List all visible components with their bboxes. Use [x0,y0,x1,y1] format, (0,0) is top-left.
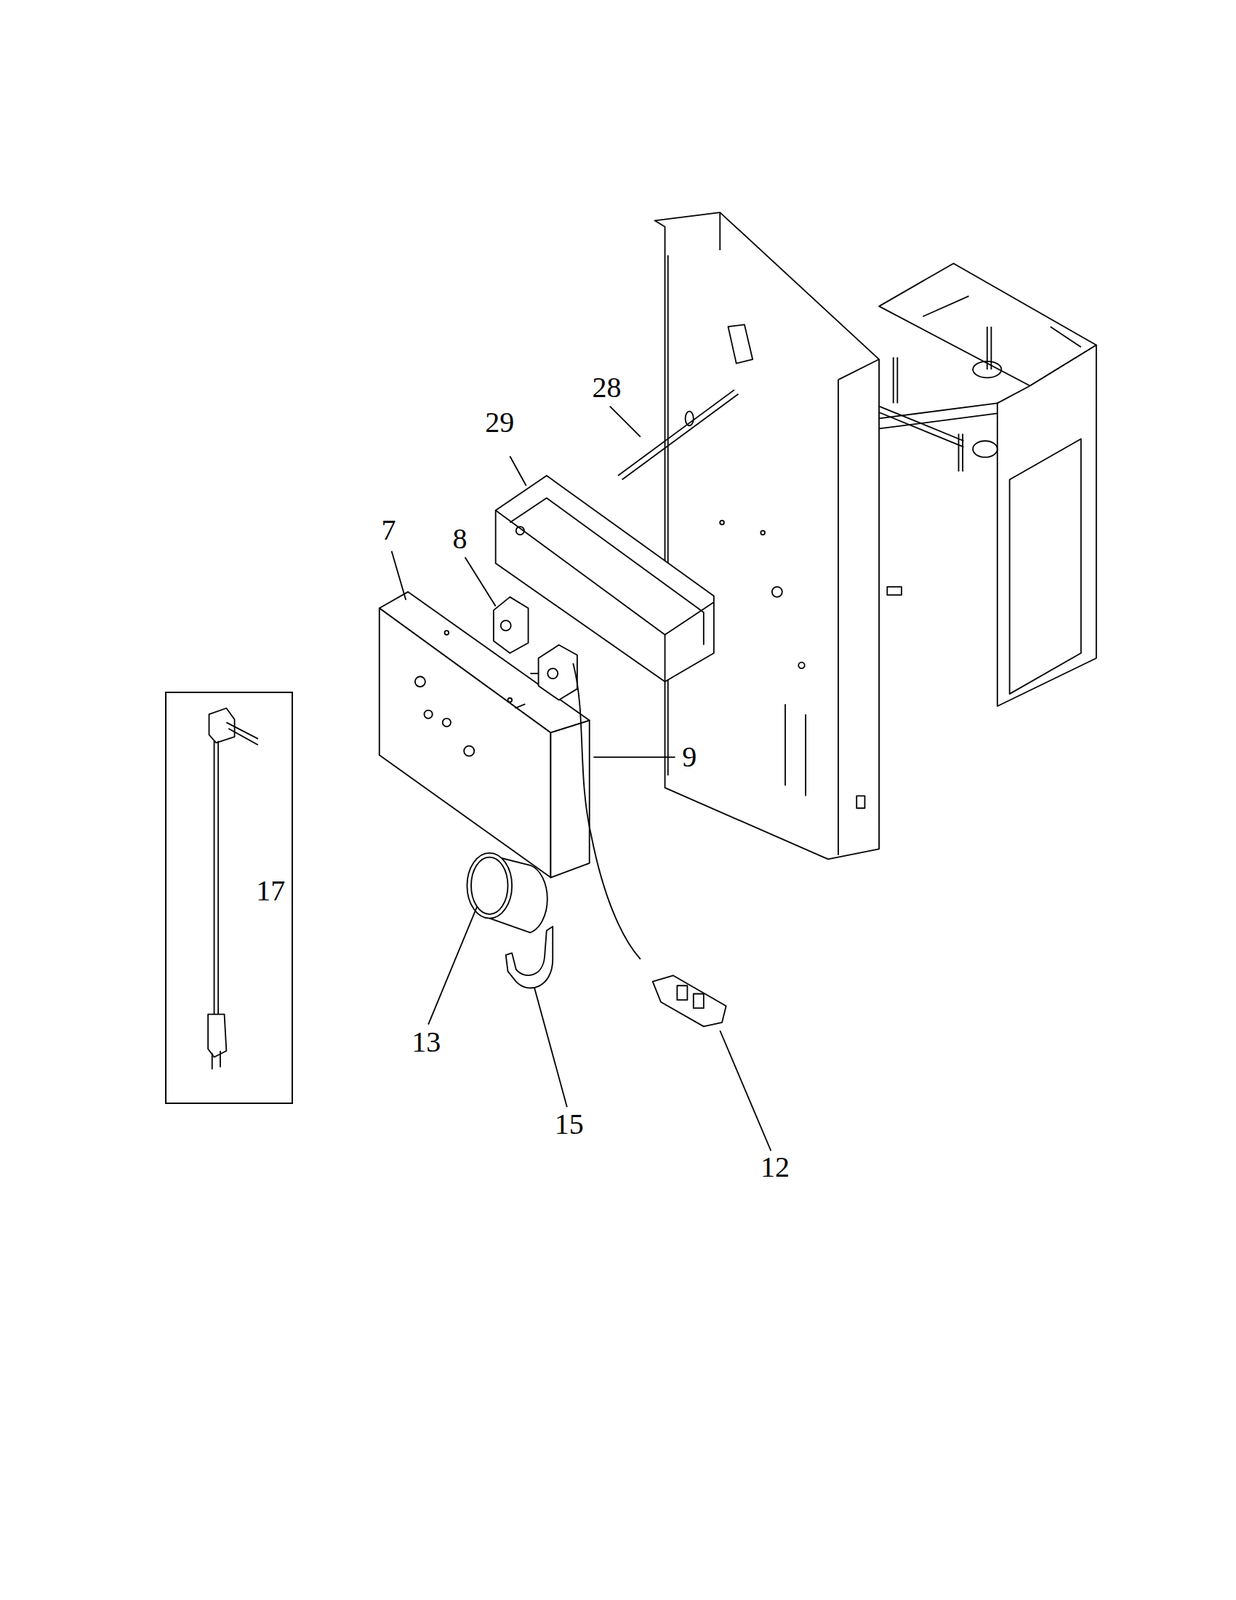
control-box [379,591,590,878]
back-panel-shape [856,795,865,808]
rod-part-shape [879,412,964,448]
sensor-wire [572,663,641,959]
power-cord-shape [228,728,259,745]
right-bracket-shape [892,356,895,403]
right-bracket-shape [990,326,992,370]
right-bracket-shape [997,344,1097,706]
callout-number: 17 [255,876,286,906]
right-bracket-shape [1050,326,1082,347]
right-bracket-shape [887,586,902,595]
control-box-shape [423,710,432,719]
switch-part-shape [530,672,539,674]
connector-part-shape [676,985,688,1000]
tray-part-shape [665,602,714,635]
leader-lines-shape [610,406,641,437]
callout-number: 12 [760,1152,790,1182]
tray-part-shape [516,526,525,535]
power-cord-shape [211,1052,214,1069]
right-bracket-shape [961,433,964,472]
rod-part-shape [685,411,694,427]
callout-number: 15 [554,1109,584,1139]
tray-part-shape [495,475,714,682]
leader-lines-shape [391,551,407,600]
control-box-shape [550,720,589,878]
switch-part-shape [547,668,558,679]
right-bracket-shape [879,412,998,429]
leader-lines-shape [593,756,675,758]
callout-number: 7 [380,515,396,545]
rod-part [618,389,964,480]
control-box-shape [444,630,450,635]
right-bracket-shape [986,326,989,370]
control-box-shape [514,703,525,709]
right-bracket [879,263,1097,706]
back-panel-shape [719,212,721,251]
callout-number: 29 [484,407,515,437]
power-cord-shape [207,1014,227,1058]
right-bracket-shape [922,295,969,317]
back-panel-shape [838,359,880,380]
switch-part-shape [493,596,529,653]
rod-part-shape [879,406,964,442]
back-panel [654,212,880,859]
switch-part [493,596,578,701]
capacitor-part-shape [471,857,508,915]
switch-part-shape [538,644,578,701]
right-bracket-shape [972,440,998,457]
back-panel-shape [837,379,840,856]
leader-lines-shape [465,556,496,606]
back-panel-shape [784,703,786,786]
callout-number: 13 [411,1027,441,1057]
back-panel-shape [654,212,880,859]
switch-part-shape [500,620,512,631]
callout-number: 28 [592,372,622,403]
back-panel-shape [667,255,669,776]
back-panel-shape [804,713,807,796]
callout-number: 8 [452,524,468,554]
back-panel-shape [798,662,805,669]
right-bracket-shape [896,356,898,403]
strap-part-shape [506,926,554,989]
capacitor-part-shape [466,852,512,919]
capacitor-part [466,852,547,933]
back-panel-shape [760,530,765,536]
right-bracket-shape [1009,438,1082,694]
leader-lines-shape [534,987,568,1107]
connector-part-shape [652,974,727,1026]
callout-number: 9 [681,742,697,772]
connector-part [652,974,727,1026]
leader-lines-shape [509,455,526,486]
leader-lines [391,406,772,1151]
sensor-wire-shape [572,663,641,959]
power-cord-shape [209,708,235,744]
control-box-shape [442,718,451,727]
connector-part-shape [693,993,704,1009]
control-box-shape [508,697,513,703]
power-cord [207,708,259,1070]
back-panel-shape [719,520,725,525]
power-cord-shape [219,1050,222,1067]
tray-part-shape [664,634,666,682]
tray-part-shape [509,498,704,645]
tray-part [495,475,714,682]
strap-part [506,926,554,989]
control-box-shape [379,607,552,877]
leader-lines-shape [719,1030,771,1151]
power-cord-shape [217,740,219,1015]
back-panel-shape [727,324,753,363]
inset-box: 17 [165,691,293,1104]
control-box-shape [415,676,426,687]
control-box-shape [463,745,475,757]
leader-lines-shape [428,905,477,1025]
power-cord-shape [213,740,216,1015]
back-panel-shape [772,586,783,597]
